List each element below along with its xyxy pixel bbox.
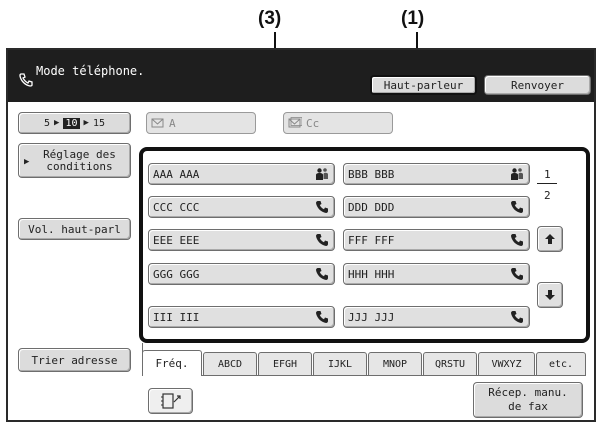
address-entry[interactable]: FFF FFF: [343, 229, 530, 251]
address-entry-name: CCC CCC: [153, 200, 200, 214]
arrow-right-icon: ▶: [24, 157, 30, 167]
tab-index-5[interactable]: QRSTU: [423, 352, 477, 376]
conditions-button[interactable]: ▶ Réglage des conditions: [18, 143, 131, 178]
page-total: 2: [544, 189, 551, 202]
phone-icon: [315, 310, 329, 324]
manual-fax-receive-label: Récep. manu. de fax: [488, 386, 568, 413]
count-15: 15: [92, 117, 105, 129]
cc-envelope-icon: [288, 117, 302, 128]
count-selector-button[interactable]: 5 ▶ 10 ▶ 15: [18, 112, 131, 134]
tab-index-2[interactable]: EFGH: [258, 352, 312, 376]
resend-button[interactable]: Renvoyer: [484, 75, 591, 95]
cc-field[interactable]: Cc: [283, 112, 393, 134]
to-label: A: [169, 116, 176, 130]
phone-icon: [315, 233, 329, 247]
address-entry-name: BBB BBB: [348, 167, 395, 181]
speaker-volume-button[interactable]: Vol. haut-parl: [18, 218, 131, 240]
speaker-button[interactable]: Haut-parleur: [370, 75, 477, 95]
phone-icon: [315, 200, 329, 214]
address-entry[interactable]: AAA AAA: [148, 163, 335, 185]
phone-icon: [510, 200, 524, 214]
callout-3: (3): [258, 8, 282, 29]
phone-icon: [315, 267, 329, 281]
address-entry[interactable]: DDD DDD: [343, 196, 530, 218]
manual-fax-receive-button[interactable]: Récep. manu. de fax: [473, 382, 583, 418]
tab-index-4[interactable]: MNOP: [368, 352, 422, 376]
tab-index-1[interactable]: ABCD: [203, 352, 257, 376]
arrow-right-icon: ▶: [54, 118, 60, 128]
count-10-selected: 10: [63, 117, 80, 129]
address-entry-name: AAA AAA: [153, 167, 200, 181]
phone-icon: [510, 233, 524, 247]
page-divider: [537, 183, 557, 184]
title-bar: Mode téléphone. Haut-parleur Renvoyer: [8, 50, 594, 102]
address-entry-name: GGG GGG: [153, 267, 200, 281]
address-entry-name: JJJ JJJ: [348, 310, 395, 324]
address-book-icon: [160, 393, 181, 409]
arrow-up-icon: [545, 234, 555, 244]
count-5: 5: [44, 117, 51, 129]
phone-icon: [510, 267, 524, 281]
to-envelope-icon: [151, 118, 164, 128]
scroll-up-button[interactable]: [537, 226, 563, 252]
tab-index-3[interactable]: IJKL: [313, 352, 367, 376]
address-entry[interactable]: HHH HHH: [343, 263, 530, 285]
scroll-down-button[interactable]: [537, 282, 563, 308]
callout-1: (1): [401, 8, 425, 29]
phone-icon: [510, 310, 524, 324]
address-entry[interactable]: BBB BBB: [343, 163, 530, 185]
address-entry-name: EEE EEE: [153, 233, 200, 247]
page-current: 1: [544, 168, 551, 181]
address-entry-name: FFF FFF: [348, 233, 395, 247]
address-entry-name: HHH HHH: [348, 267, 395, 281]
to-field[interactable]: A: [146, 112, 256, 134]
tab-index-7[interactable]: etc.: [536, 352, 586, 376]
group-icon: [510, 167, 524, 181]
cc-label: Cc: [306, 116, 320, 130]
arrow-down-icon: [545, 290, 555, 300]
tab-index-6[interactable]: VWXYZ: [478, 352, 535, 376]
address-entry[interactable]: EEE EEE: [148, 229, 335, 251]
tab-frequent[interactable]: Fréq.: [142, 350, 202, 376]
address-entry[interactable]: CCC CCC: [148, 196, 335, 218]
address-book-button[interactable]: [148, 388, 193, 414]
phone-mode-icon: [18, 72, 34, 88]
address-entry[interactable]: III III: [148, 306, 335, 328]
conditions-label: Réglage des conditions: [43, 147, 116, 173]
group-icon: [315, 167, 329, 181]
address-entry-name: III III: [153, 310, 200, 324]
address-entry[interactable]: GGG GGG: [148, 263, 335, 285]
sort-address-button[interactable]: Trier adresse: [18, 348, 131, 372]
page-title: Mode téléphone.: [36, 64, 145, 78]
arrow-right-icon: ▶: [83, 118, 89, 128]
address-entry[interactable]: JJJ JJJ: [343, 306, 530, 328]
address-entry-name: DDD DDD: [348, 200, 395, 214]
